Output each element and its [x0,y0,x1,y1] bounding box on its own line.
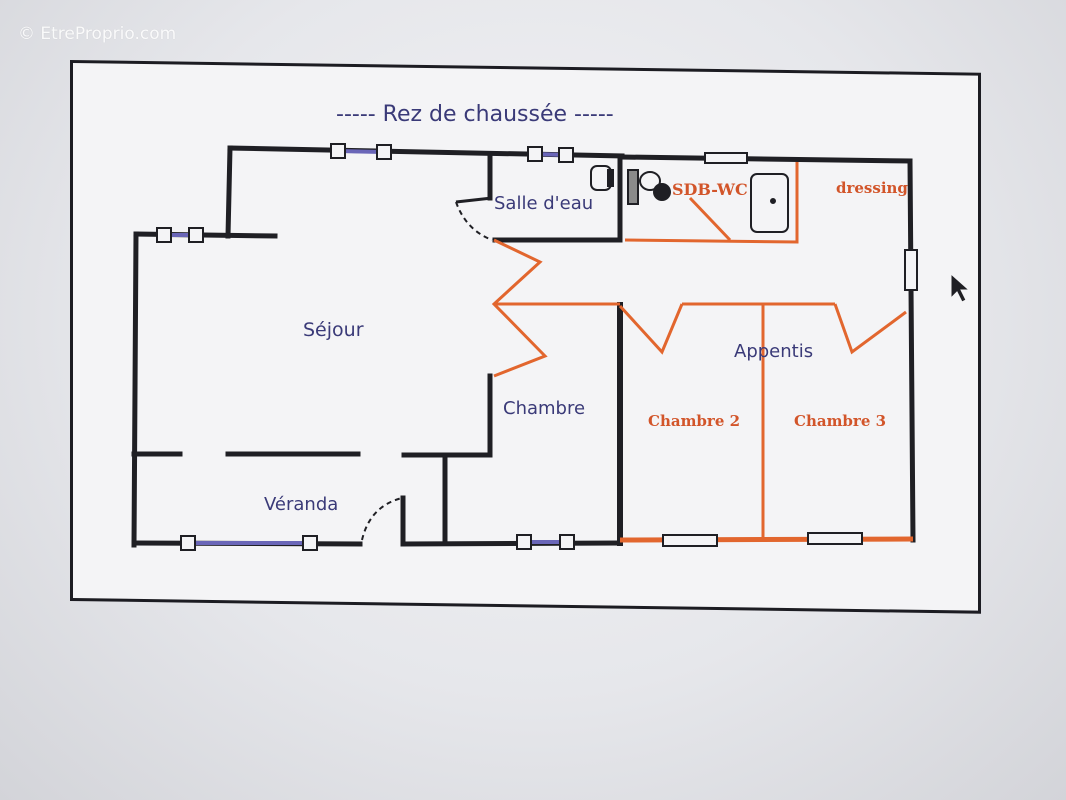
window-top-mid-b [558,147,574,163]
wc-tank [627,169,639,205]
windows [156,143,918,551]
door-swing-veranda [361,497,403,541]
plan-title: ----- Rez de chaussée ----- [336,102,614,127]
window-top-mid-a [527,146,543,162]
fixtures [590,165,789,233]
window-ext-top [704,152,748,164]
wall-ext-top [619,154,913,164]
window-top-left-b [376,144,392,160]
wall-ext-right [907,158,916,543]
wc-bowl [639,171,661,191]
room-label-dressing: dressing [836,179,908,197]
room-label-chambre2: Chambre 2 [648,412,740,430]
wc-seat [653,183,671,201]
window-chambre3 [807,532,863,545]
sink-back [607,169,614,187]
room-label-salle-eau: Salle d'eau [494,193,593,214]
orange-zigzag-sdb [688,196,732,242]
window-top-left-a [330,143,346,159]
orange-wall-sdb-box [624,162,799,244]
window-chambre-a [516,534,532,550]
door-leaf-salle [455,196,493,204]
window-veranda-b [302,535,318,551]
room-label-veranda: Véranda [264,494,338,515]
window-ext-right [904,249,918,291]
window-left-a [156,227,172,243]
window-left-b [188,227,204,243]
orange-zigzag-left [491,238,548,378]
orange-zigzag-right [833,303,907,355]
bathtub [750,173,789,233]
wall-left [131,231,139,548]
window-veranda-a [180,535,196,551]
wall-step-vertical [225,145,233,239]
orange-walls [491,162,914,543]
room-label-sejour: Séjour [303,319,364,341]
window-chambre2 [662,534,718,547]
room-label-appentis: Appentis [734,341,813,362]
orange-zigzag-mid [618,303,684,355]
room-label-sdb-wc: SDB-WC [672,180,748,199]
bathtub-drain [770,198,776,204]
room-label-chambre: Chambre [503,398,585,419]
mouse-cursor-icon [950,272,971,303]
door-swing-salle [455,201,493,241]
wall-bottom-right [400,540,623,547]
window-chambre-b [559,534,575,550]
room-label-chambre3: Chambre 3 [794,412,886,430]
watermark-text: © EtreProprio.com [18,24,177,44]
